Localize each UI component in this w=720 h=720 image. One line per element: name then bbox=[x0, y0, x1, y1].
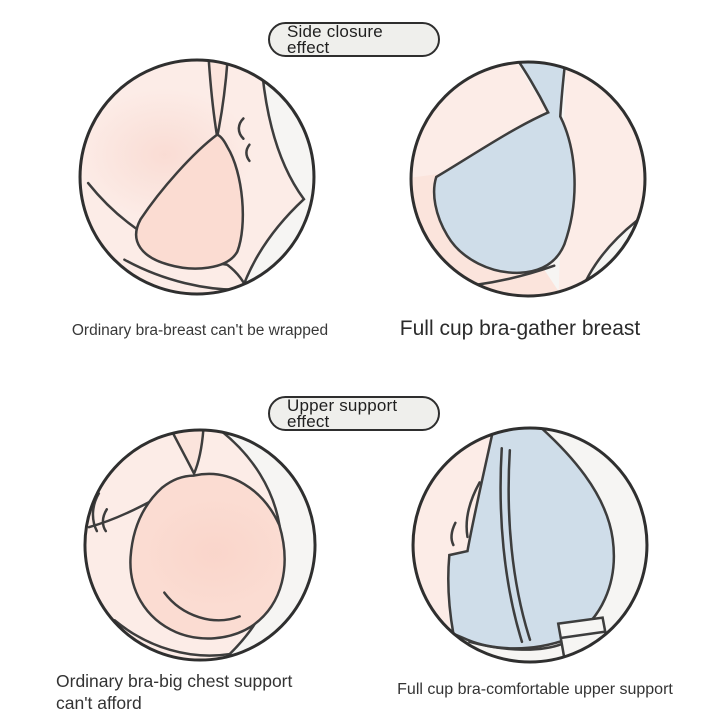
skin-blush bbox=[143, 497, 287, 609]
armpit-wrinkle-line bbox=[245, 143, 251, 163]
badge-line: effect bbox=[287, 411, 330, 431]
armpit-wrinkle-line bbox=[450, 521, 457, 547]
ordinary-bra-big-chest-illustration bbox=[81, 426, 319, 664]
side-closure-effect-badge: Side closure effect bbox=[268, 22, 440, 57]
bra-cup-spilling bbox=[134, 133, 245, 270]
caption-line: can't afford bbox=[56, 693, 142, 713]
hem-line bbox=[468, 640, 564, 651]
sag-fold-line bbox=[163, 591, 241, 622]
full-cup-blue-cup bbox=[432, 62, 576, 275]
caption-fullcup-uppersupport: Full cup bra-comfortable upper support bbox=[397, 681, 673, 698]
armpit-wrinkle-line bbox=[237, 117, 245, 140]
vignette-ring bbox=[78, 58, 316, 296]
badge-line: Upper support bbox=[287, 396, 398, 415]
armpit-wrinkle-line bbox=[465, 481, 481, 539]
badge-line: effect bbox=[287, 37, 330, 57]
hem-line bbox=[561, 630, 606, 640]
caption-ordinary-bigchest: Ordinary bra-big chest support can't aff… bbox=[56, 670, 386, 714]
caption-ordinary-side: Ordinary bra-breast can't be wrapped bbox=[71, 322, 329, 339]
underband-line bbox=[113, 619, 232, 661]
full-cup-blue-cup bbox=[447, 428, 615, 650]
ordinary-bra-side-spill-illustration bbox=[76, 56, 318, 298]
vignette-ring bbox=[411, 426, 649, 664]
badge-line: Side closure bbox=[287, 22, 383, 41]
vignette-ring bbox=[83, 428, 317, 662]
cup-seam-line bbox=[499, 446, 524, 644]
upper-support-effect-badge: Upper support effect bbox=[268, 396, 440, 431]
caption-line: Ordinary bra-big chest support bbox=[56, 671, 293, 691]
cup-seam-line bbox=[507, 448, 532, 642]
armpit-wrinkle-line bbox=[101, 508, 109, 533]
full-cup-bra-upper-support-illustration bbox=[409, 424, 651, 666]
vignette-ring bbox=[409, 60, 647, 298]
caption-fullcup-gather: Full cup bra-gather breast bbox=[399, 317, 641, 340]
full-cup-bra-side-closure-illustration bbox=[407, 58, 649, 300]
